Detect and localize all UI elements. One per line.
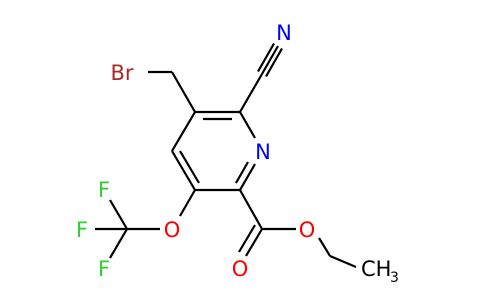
atom-label-nitrile-n: N [276, 21, 292, 45]
bond-c6-ccarbonyl [239, 189, 263, 230]
bond-cn-triple-3 [265, 47, 283, 78]
bond-oester-ch2 [318, 237, 331, 257]
bonds [95, 42, 357, 269]
ring-bond-c6-n-inner [235, 161, 249, 184]
atom-label-carbonyl-o: O [232, 257, 249, 281]
bond-cn-triple-2 [257, 42, 275, 73]
atom-label-f3: F [98, 257, 110, 281]
ring-bond-c4-c5 [171, 150, 196, 191]
bond-carbonyl-double-1 [245, 228, 263, 257]
atom-label-ether-o: O [164, 218, 181, 242]
atom-label-f2: F [76, 218, 88, 242]
bond-ch2-ch3 [329, 254, 357, 269]
atom-label-f1: F [98, 178, 110, 202]
bond-cf3-f3 [109, 228, 128, 259]
atom-labels: Br N N O O O F F F CH 3 [76, 21, 399, 286]
atom-label-br: Br [110, 61, 133, 85]
bond-c5-o [179, 189, 196, 217]
atom-label-ring-n: N [255, 140, 271, 164]
atom-label-ester-o: O [299, 218, 316, 242]
ring-bond-c6-n [239, 163, 256, 191]
atom-label-ch3-subscript: 3 [390, 270, 399, 286]
ring-bond-c3-c4 [171, 111, 196, 152]
bond-cf3-f1 [109, 199, 128, 230]
atom-label-ch3: CH [361, 257, 391, 281]
bond-c2-cn [239, 73, 263, 113]
bond-cn-triple-1 [261, 45, 279, 75]
bond-carbonyl-double-2 [238, 224, 256, 253]
ring-bond-c4-c5-inner [179, 150, 200, 184]
ring-bond-n-c2 [239, 111, 256, 139]
bond-ch2-c3 [171, 71, 196, 113]
